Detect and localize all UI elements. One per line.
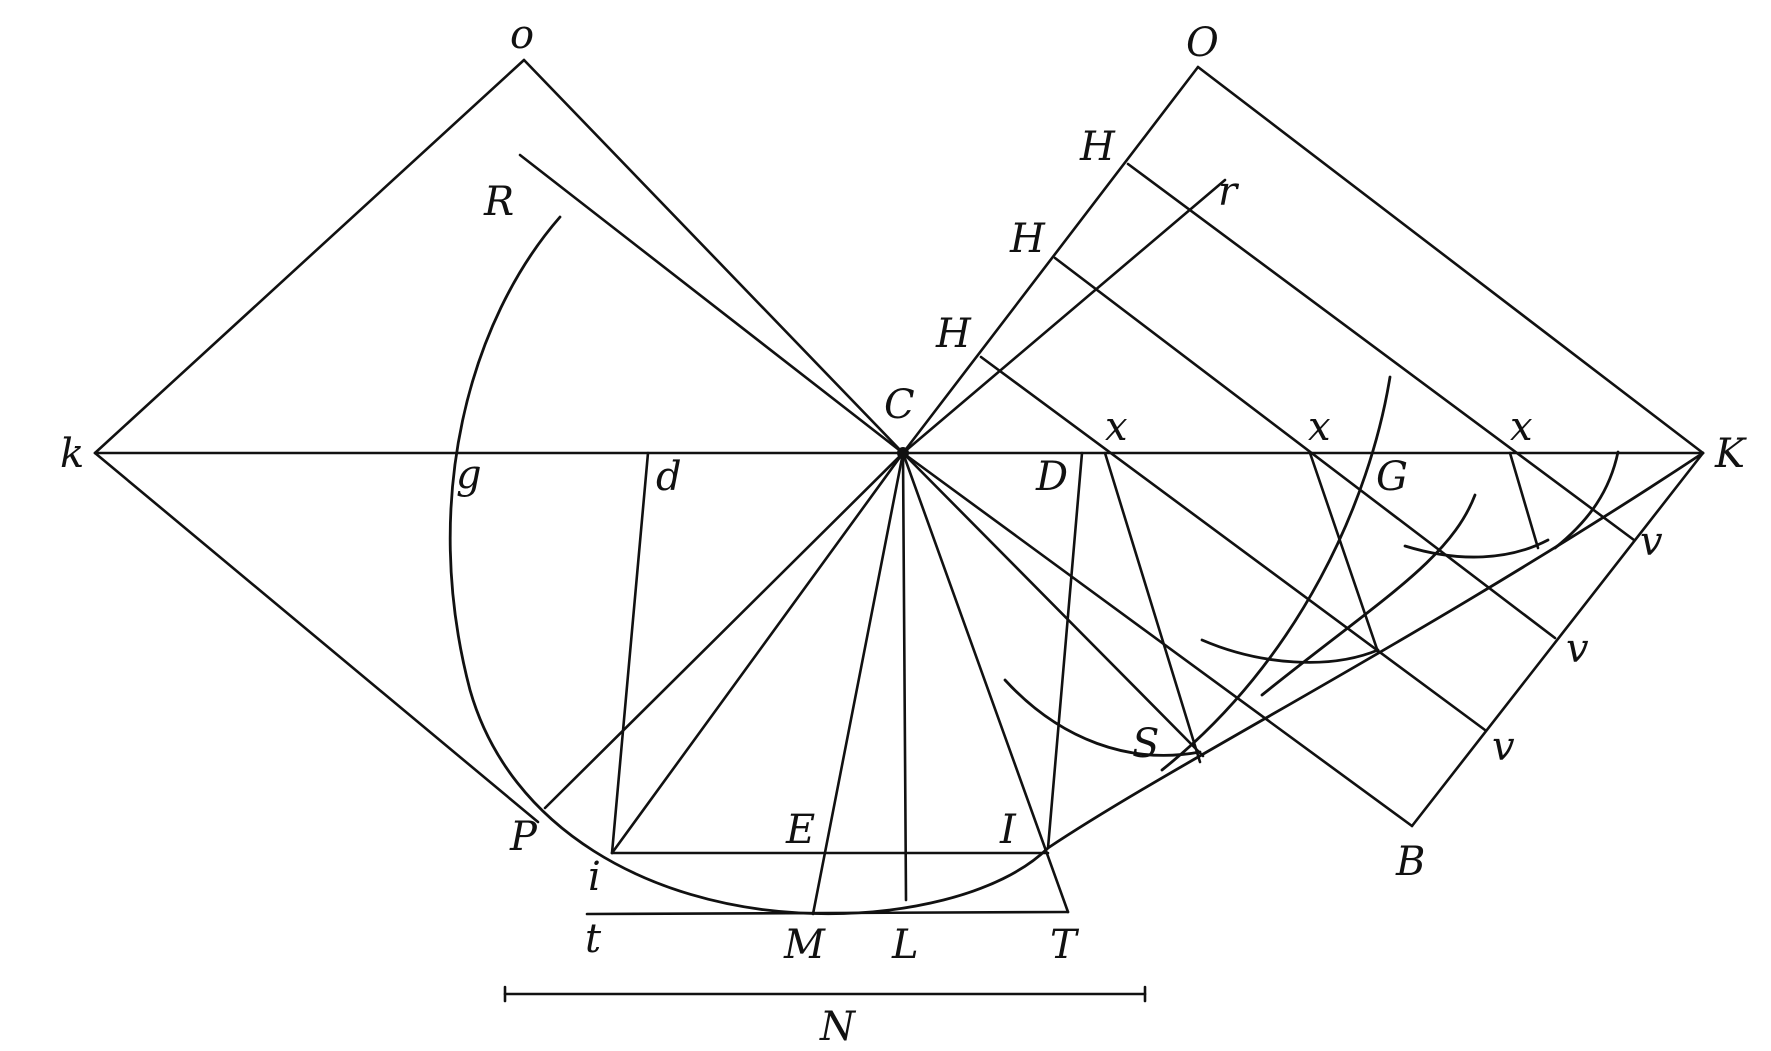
label-d: d xyxy=(656,454,682,500)
curve-I-K xyxy=(1046,451,1705,850)
label-C: C xyxy=(884,382,915,428)
label-K: K xyxy=(1714,431,1747,477)
label-S: S xyxy=(1132,721,1159,767)
arc-R-M-I xyxy=(448,215,1050,916)
label-M: M xyxy=(783,922,826,968)
line-H1-v1 xyxy=(1126,162,1636,542)
label-H2: H xyxy=(1009,216,1046,262)
ray-C-T xyxy=(901,451,1070,914)
line-d-i xyxy=(610,451,650,855)
label-P: P xyxy=(509,814,538,860)
line-x3 xyxy=(1508,451,1540,550)
label-E: E xyxy=(785,807,815,853)
label-o: o xyxy=(510,12,534,58)
ray-C-i xyxy=(610,451,905,855)
label-v2: v xyxy=(1566,626,1589,672)
line-C-P xyxy=(543,451,905,810)
line-k-P xyxy=(93,451,540,824)
label-T: T xyxy=(1050,922,1080,968)
arc-lower-1 xyxy=(1003,678,1202,757)
ray-C-L xyxy=(901,451,908,902)
arc-right-up xyxy=(1553,450,1620,550)
point-C xyxy=(897,447,909,459)
arc-G-up xyxy=(1260,493,1477,697)
label-x3: x xyxy=(1510,404,1533,450)
label-D: D xyxy=(1035,454,1068,500)
line-D-I xyxy=(1046,451,1084,850)
arc-S-up xyxy=(1160,375,1392,772)
label-O: O xyxy=(1186,20,1219,66)
label-t: t xyxy=(585,916,602,962)
label-x2: x xyxy=(1308,404,1331,450)
arc-lower-2 xyxy=(1200,638,1380,664)
label-i: i xyxy=(588,854,601,900)
line-x1-S xyxy=(1103,451,1202,764)
line-K-B xyxy=(1410,451,1705,828)
label-r: r xyxy=(1218,169,1240,215)
label-v3: v xyxy=(1492,724,1515,770)
label-G: G xyxy=(1376,454,1408,500)
line-C-r xyxy=(901,178,1227,455)
label-L: L xyxy=(891,922,919,968)
line-C-O xyxy=(901,65,1200,455)
label-H3: H xyxy=(935,311,972,357)
label-R: R xyxy=(483,179,514,225)
line-o-C xyxy=(522,58,905,455)
arc-lower-3 xyxy=(1403,538,1550,559)
line-C-B xyxy=(901,451,1414,828)
line-x2-G xyxy=(1308,451,1380,654)
line-k-o xyxy=(93,58,526,455)
ray-C-S xyxy=(901,451,1205,758)
label-k: k xyxy=(60,431,84,477)
label-v1: v xyxy=(1640,519,1663,565)
label-N: N xyxy=(819,1004,857,1050)
label-B: B xyxy=(1395,839,1425,885)
line-O-K xyxy=(1196,65,1705,455)
line-H3-v3 xyxy=(979,355,1487,732)
label-g: g xyxy=(456,452,482,498)
ray-C-M xyxy=(811,451,905,916)
label-H1: H xyxy=(1079,124,1116,170)
label-I: I xyxy=(999,807,1017,853)
line-R-C xyxy=(518,153,905,455)
label-x1: x xyxy=(1105,404,1128,450)
line-H2-v2 xyxy=(1053,256,1557,640)
